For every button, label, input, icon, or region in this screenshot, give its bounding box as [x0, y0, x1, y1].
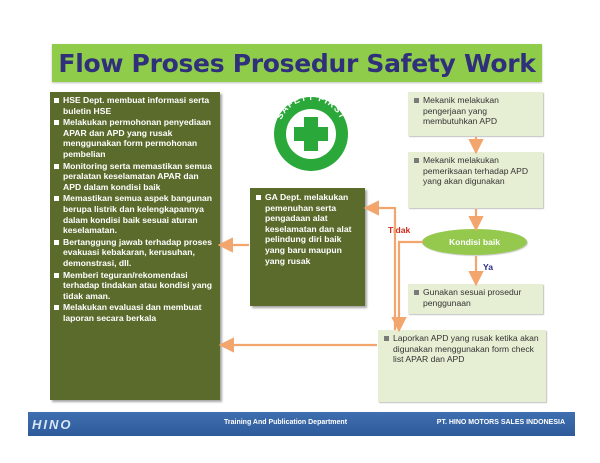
title-bar: Flow Proses Prosedur Safety Work: [52, 44, 542, 82]
decision-kondisi-baik: Kondisi baik: [422, 229, 527, 255]
footer-department: Training And Publication Department: [224, 419, 348, 426]
page-title: Flow Proses Prosedur Safety Work: [58, 48, 536, 78]
step-text: Mekanik melakukan pengerjaan yang membut…: [414, 95, 539, 127]
step-mekanik-pengerjaan: Mekanik melakukan pengerjaan yang membut…: [408, 92, 543, 136]
step-text: Laporkan APD yang rusak ketika akan digu…: [384, 333, 542, 365]
step-text: Gunakan sesuai prosedur penggunaan: [414, 287, 539, 308]
ga-dept-text: GA Dept. melakukan pemenuhan serta penga…: [256, 192, 361, 266]
arrow-decision-no: [391, 240, 423, 333]
yes-branch-label: Ya: [483, 262, 494, 272]
hse-item: Melakukan permohonan penyediaan APAR dan…: [54, 117, 217, 159]
hino-logo: HINO: [32, 416, 73, 432]
no-branch-label: Tidak: [388, 225, 411, 235]
ga-dept-box: GA Dept. melakukan pemenuhan serta penga…: [250, 188, 365, 306]
hse-item: Bertanggung jawab terhadap proses evakua…: [54, 237, 217, 269]
footer-company: PT. HINO MOTORS SALES INDONESIA: [436, 419, 565, 426]
hse-item: Memberi teguran/rekomendasi terhadap tin…: [54, 270, 217, 302]
step-gunakan: Gunakan sesuai prosedur penggunaan: [408, 284, 543, 314]
safety-first-logo: SAFETY FIRST: [274, 92, 348, 171]
step-text: Mekanik melakukan pemeriksaan terhadap A…: [414, 155, 539, 187]
hse-item: HSE Dept. membuat informasi serta buleti…: [54, 95, 217, 116]
decision-text: Kondisi baik: [448, 237, 501, 247]
footer-bar: HINO Training And Publication Department…: [28, 412, 575, 436]
hse-item: Monitoring serta memastikan semua perala…: [54, 161, 217, 193]
hse-dept-box: HSE Dept. membuat informasi serta buleti…: [50, 92, 220, 400]
step-laporkan: Laporkan APD yang rusak ketika akan digu…: [378, 330, 546, 402]
arrow-to-ga-dept: [363, 200, 397, 330]
step-mekanik-pemeriksaan: Mekanik melakukan pemeriksaan terhadap A…: [408, 152, 543, 208]
hse-item: Melakukan evaluasi dan membuat laporan s…: [54, 302, 217, 323]
hse-item: Memastikan semua aspek bangunan berupa l…: [54, 193, 217, 235]
